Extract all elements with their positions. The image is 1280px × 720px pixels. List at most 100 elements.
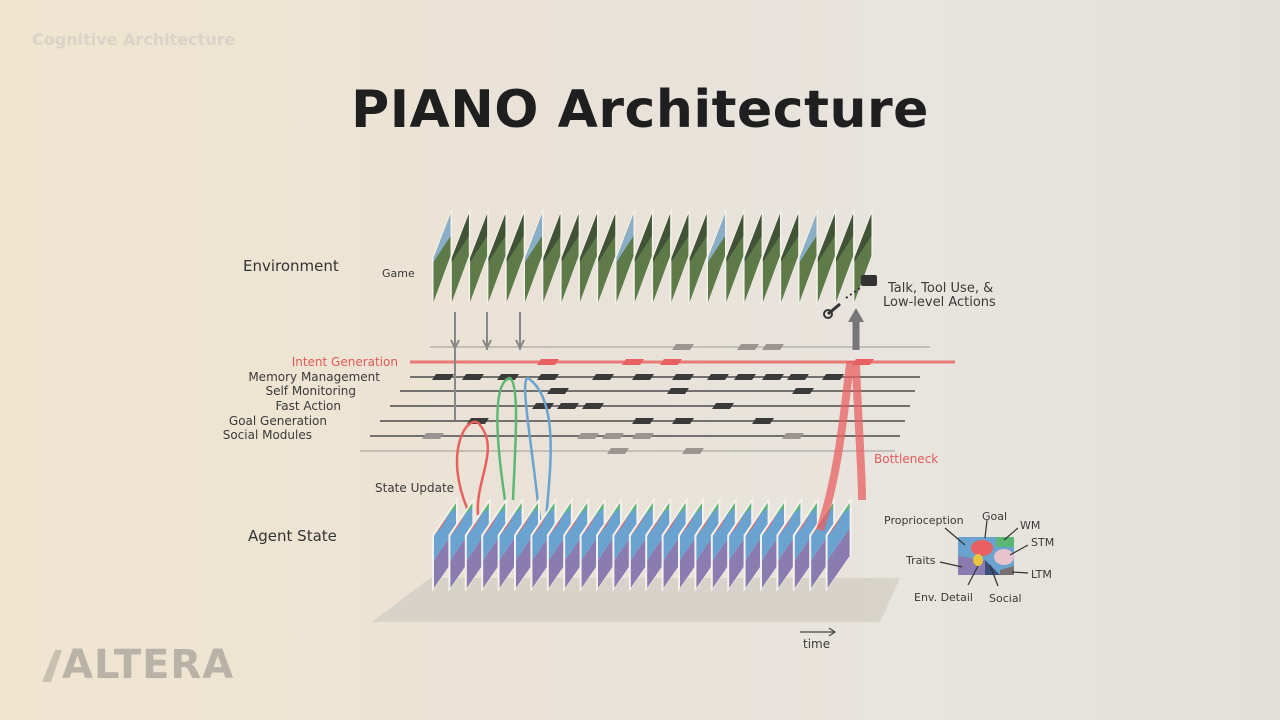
module-memory-management: Memory Management (248, 370, 380, 384)
legend-env-detail: Env. Detail (914, 591, 973, 604)
state-frame-green (442, 503, 456, 524)
state-frame-green (474, 503, 489, 524)
legend-social: Social (989, 592, 1022, 605)
legend-leader (939, 561, 963, 568)
slide-title: PIANO Architecture (351, 80, 929, 140)
module-dash (632, 374, 654, 380)
module-dash (822, 374, 844, 380)
module-social-modules: Social Modules (222, 428, 312, 442)
module-dash (602, 433, 624, 439)
game-frame-sky (561, 214, 579, 262)
state-frame-blue (516, 503, 538, 560)
legend-leader (1011, 571, 1029, 574)
game-frame-sky (506, 214, 524, 262)
module-dash (582, 403, 604, 409)
arrow-head (515, 339, 525, 351)
legend-ltm-region (1000, 566, 1014, 575)
chat-bubble-icon (861, 275, 877, 286)
module-dash (782, 433, 804, 439)
state-frame-blue (614, 503, 637, 560)
actions-label-1: Talk, Tool Use, & (888, 281, 994, 296)
game-frame-sky (799, 214, 817, 262)
legend-social-region (985, 560, 1000, 575)
state-frame-red (434, 514, 449, 536)
state-frame-blue (466, 503, 489, 560)
game-frame-sky (616, 214, 634, 262)
module-dash (660, 359, 682, 365)
game-frame-sky (579, 214, 597, 262)
state-frame-blue (745, 503, 768, 560)
state-frame-red (680, 514, 695, 536)
legend-leader (967, 565, 979, 586)
actions-label-2: Low-level Actions (883, 295, 996, 310)
altera-logo: ALTERA (62, 642, 234, 688)
state-frame-green (589, 503, 604, 524)
state-frame-blue (647, 503, 670, 560)
module-dash (792, 388, 814, 394)
game-frame-sky (451, 214, 469, 262)
environment-label: Environment (243, 257, 339, 275)
state-frame-green (770, 503, 784, 524)
legend-traits: Traits (906, 554, 936, 567)
state-frame-green (622, 503, 637, 524)
module-dash (537, 374, 559, 380)
module-dash (707, 374, 729, 380)
module-dash (734, 374, 756, 380)
section-title: Cognitive Architecture (32, 30, 236, 49)
state-frame-green (753, 503, 768, 524)
module-dash (577, 433, 599, 439)
state-frame-red (794, 514, 810, 536)
module-fast-action: Fast Action (275, 399, 341, 413)
state-frame-blue (565, 503, 588, 560)
game-frame-sky (689, 214, 707, 262)
module-dash (787, 374, 809, 380)
game-frame-sky (488, 214, 506, 262)
state-frame-green (704, 503, 719, 524)
state-frame-green (688, 503, 702, 524)
state-frame-blue (598, 503, 620, 560)
state-update-label: State Update (375, 481, 455, 495)
module-dash (462, 374, 484, 380)
module-dash (632, 433, 654, 439)
logo-mark (42, 650, 62, 682)
state-frame-red (565, 514, 581, 536)
module-dash (432, 374, 454, 380)
game-frame-sky (781, 214, 799, 262)
state-frame-green (606, 503, 620, 524)
game-frame-sky (634, 214, 652, 262)
state-frame-red (647, 514, 663, 536)
state-frame-red (663, 514, 679, 536)
state-frame-blue (483, 503, 506, 560)
wrench-icon (827, 302, 841, 316)
green-loop (496, 376, 518, 501)
state-frame-red (696, 514, 712, 536)
module-goal-generation: Goal Generation (228, 414, 327, 428)
state-frame-red (712, 514, 728, 536)
game-frame-sky (653, 214, 671, 262)
state-frame-blue (450, 503, 473, 560)
time-label: time (803, 637, 831, 651)
game-frame-sky (433, 214, 451, 262)
state-frame-green (655, 503, 670, 524)
module-dash (672, 344, 694, 350)
module-dash (532, 403, 554, 409)
legend-ltm: LTM (1031, 568, 1052, 581)
state-frame-green (573, 503, 588, 524)
module-dash (672, 374, 694, 380)
state-frame-green (458, 503, 473, 524)
state-frame-blue (762, 503, 784, 560)
legend-leader (1009, 544, 1029, 556)
state-frame-blue (630, 503, 653, 560)
agent-state-label: Agent State (248, 527, 337, 545)
module-dash (632, 418, 654, 424)
state-frame-red (614, 514, 630, 536)
state-frame-blue (794, 503, 817, 560)
game-frame-sky (854, 214, 872, 262)
state-frame-green (507, 503, 522, 524)
state-frame-blue (663, 503, 686, 560)
state-frame-green (802, 503, 817, 524)
state-frame-blue (581, 503, 604, 560)
module-dash (422, 433, 444, 439)
arrow-head (450, 339, 460, 351)
state-frame-green (638, 503, 653, 524)
